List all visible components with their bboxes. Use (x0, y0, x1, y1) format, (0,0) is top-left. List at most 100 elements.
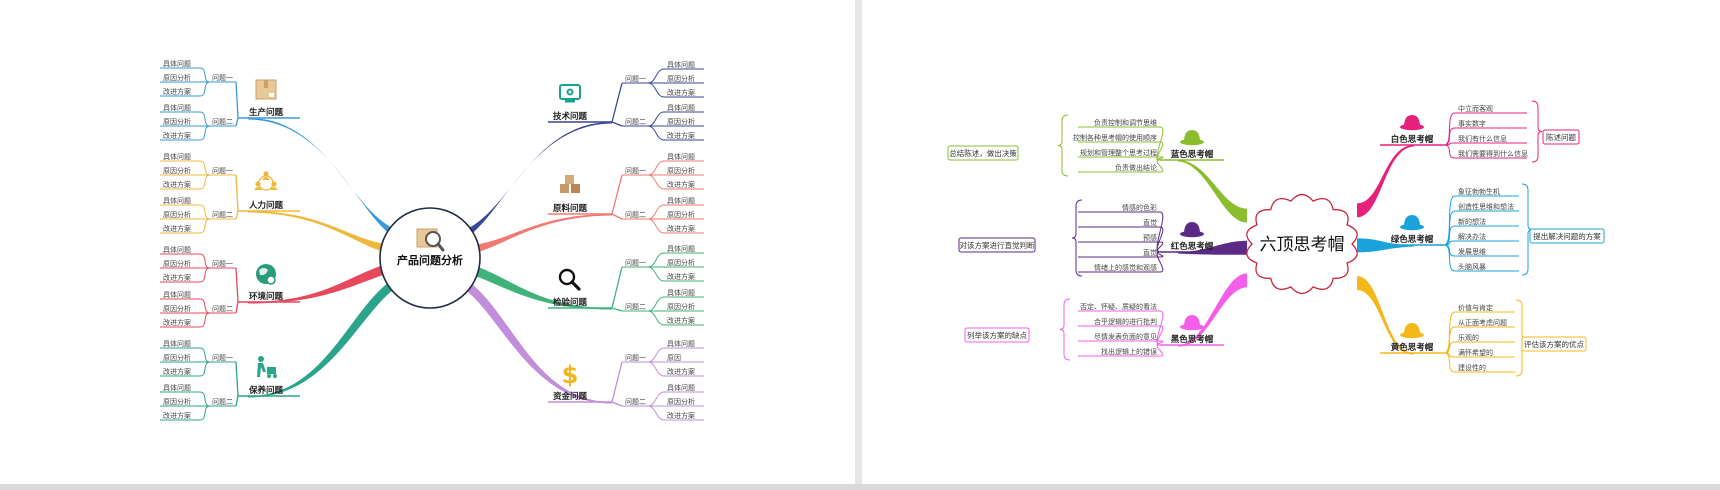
branch-label: 白色思考帽 (1391, 134, 1434, 145)
leaf-label: 头脑风暴 (1458, 262, 1486, 271)
branch-label: 资金问题 (553, 391, 588, 402)
leaf-label: 合乎逻辑的进行批判 (1094, 317, 1157, 326)
branch-label: 技术问题 (553, 111, 588, 122)
hat-icon (1400, 215, 1424, 231)
leaf-label: 建设性的 (1458, 363, 1486, 372)
svg-text:$: $ (562, 361, 579, 389)
leaf-label: 改进方案 (163, 367, 191, 376)
branch-label: 人力问题 (249, 200, 284, 211)
leaf-label: 具体问题 (163, 383, 191, 392)
branch-label: 黑色思考帽 (1171, 334, 1214, 345)
center-cloud-node[interactable]: 六顶思考帽 (1246, 193, 1358, 295)
leaf-label: 象征勃勃生机 (1458, 187, 1500, 196)
note-label: 总结陈述，做出决策 (949, 148, 1017, 158)
leaf-label: 负责控制和调节思维 (1094, 118, 1157, 127)
center-node[interactable]: 产品问题分析 (379, 207, 481, 309)
branch-label: 绿色思考帽 (1391, 234, 1434, 245)
leaf-label: 改进方案 (667, 411, 695, 420)
leaf-label: 原因分析 (667, 397, 695, 406)
group-label: 问题一 (212, 167, 233, 175)
leaf-label: 原因 (667, 354, 681, 362)
branch-blue_hat[interactable]: 蓝色思考帽负责控制和调节思维控制各种思考帽的使用顺序规划和管理整个思考过程负责做… (947, 114, 1247, 223)
leaf-label: 原因分析 (163, 304, 191, 313)
leaf-label: 预感 (1143, 233, 1157, 242)
leaf-label: 原因分析 (667, 117, 695, 126)
globe-icon (256, 264, 276, 285)
leaf-label: 改进方案 (667, 367, 695, 376)
leaf-label: 规划和管理整个思考过程 (1080, 148, 1157, 157)
branch-line (1178, 273, 1247, 347)
group-label: 问题一 (625, 167, 646, 175)
hat-icon (1400, 323, 1424, 339)
hat-icon (1180, 222, 1204, 238)
leaf-label: 改进方案 (667, 272, 695, 281)
leaf-label: 具体问题 (667, 196, 695, 205)
brace (1057, 114, 1069, 177)
leaf-label: 具体问题 (667, 152, 695, 161)
leaf-label: 负责做出结论 (1115, 163, 1157, 172)
leaf-label: 具体问题 (163, 196, 191, 205)
monitor-gear-icon (559, 84, 581, 103)
group-label: 问题二 (212, 211, 233, 219)
leaf-label: 原因分析 (163, 353, 191, 362)
branch-green_hat[interactable]: 绿色思考帽象征勃勃生机创造性思维和想法新的想法解决办法发展思维头脑风暴提出解决问… (1357, 183, 1605, 276)
branch-label: 黄色思考帽 (1391, 342, 1434, 353)
leaf-label: 解决办法 (1458, 232, 1486, 241)
leaf-label: 具体问题 (163, 290, 191, 299)
center-title: 产品问题分析 (397, 253, 463, 267)
leaf-label: 价值与肯定 (1458, 303, 1493, 312)
leaf-label: 发展思维 (1458, 247, 1486, 256)
leaf-label: 新的想法 (1458, 217, 1486, 226)
group-label: 问题一 (212, 260, 233, 268)
branch-label: 环境问题 (249, 291, 284, 302)
branch-black_hat[interactable]: 黑色思考帽否定、怀疑、质疑的看法合乎逻辑的进行批判尽情发表负面的意见找出逻辑上的… (964, 273, 1247, 361)
magnifier-icon (558, 268, 581, 291)
group-label: 问题二 (625, 211, 646, 219)
leaf-label: 原因分析 (163, 166, 191, 175)
leaf-label: 直觉 (1143, 248, 1157, 257)
branch-line (1357, 145, 1414, 218)
note-label: 陈述问题 (1546, 132, 1576, 142)
box-magnifier-icon (416, 228, 445, 252)
leaf-label: 否定、怀疑、质疑的看法 (1080, 302, 1157, 311)
leaf-label: 具体问题 (667, 60, 695, 69)
leaf-label: 情绪上的感觉和观感 (1094, 263, 1157, 272)
brace (1059, 298, 1071, 361)
leaf-label: 创造性思维和想法 (1458, 202, 1514, 211)
leaf-label: 原因分析 (667, 74, 695, 83)
note-label: 评估该方案的优点 (1524, 339, 1584, 349)
hat-icon (1400, 115, 1424, 131)
leaf-label: 直觉 (1143, 218, 1157, 227)
leaf-label: 我们需要得到什么信息 (1458, 149, 1528, 158)
group-label: 问题二 (625, 118, 646, 126)
leaf-label: 具体问题 (667, 103, 695, 112)
note-box (1529, 228, 1605, 244)
leaf-label: 改进方案 (163, 273, 191, 282)
